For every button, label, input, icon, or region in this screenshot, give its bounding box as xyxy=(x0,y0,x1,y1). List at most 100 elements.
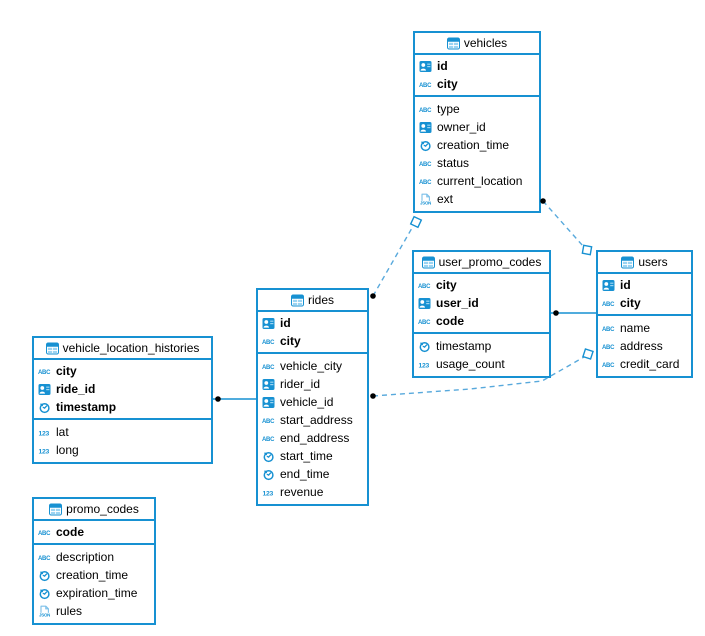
table-header[interactable]: user_promo_codes xyxy=(414,252,549,274)
field-row-creation_time[interactable]: creation_time xyxy=(415,136,539,154)
text-icon: ABC xyxy=(602,358,615,371)
field-row-description[interactable]: ABC description xyxy=(34,548,154,566)
field-row-city[interactable]: ABC city xyxy=(34,362,211,380)
field-row-user_id[interactable]: user_id xyxy=(414,294,549,312)
table-title: vehicles xyxy=(463,36,508,50)
field-name: current_location xyxy=(437,174,523,188)
uuid-icon xyxy=(262,396,275,409)
text-icon: ABC xyxy=(602,297,615,310)
field-name: user_id xyxy=(436,296,479,310)
table-header[interactable]: vehicles xyxy=(415,33,539,55)
connection-user_promo_codes-users[interactable] xyxy=(551,310,596,316)
field-row-end_time[interactable]: end_time xyxy=(258,465,367,483)
uuid-icon xyxy=(419,60,432,73)
field-row-usage_count[interactable]: 123 usage_count xyxy=(414,355,549,373)
field-row-code[interactable]: ABC code xyxy=(34,523,154,541)
field-row-long[interactable]: 123 long xyxy=(34,441,211,459)
table-user_promo_codes[interactable]: user_promo_codes ABC city user_id ABC co… xyxy=(412,250,551,378)
endpoint-square xyxy=(581,244,593,256)
field-name: timestamp xyxy=(56,400,117,414)
field-row-status[interactable]: ABC status xyxy=(415,154,539,172)
field-name: long xyxy=(56,443,79,457)
field-row-expiration_time[interactable]: expiration_time xyxy=(34,584,154,602)
svg-text:ABC: ABC xyxy=(602,327,615,333)
field-name: end_time xyxy=(280,467,330,481)
text-icon: ABC xyxy=(38,365,51,378)
field-row-lat[interactable]: 123 lat xyxy=(34,423,211,441)
field-name: rules xyxy=(56,604,83,618)
field-row-timestamp[interactable]: timestamp xyxy=(414,337,549,355)
field-row-id[interactable]: id xyxy=(258,314,367,332)
svg-text:ABC: ABC xyxy=(262,365,275,371)
field-row-city[interactable]: ABC city xyxy=(415,75,539,93)
field-row-code[interactable]: ABC code xyxy=(414,312,549,330)
field-row-vehicle_id[interactable]: vehicle_id xyxy=(258,393,367,411)
table-header[interactable]: users xyxy=(598,252,691,274)
table-vehicle_location_histories[interactable]: vehicle_location_histories ABC city ride… xyxy=(32,336,213,464)
svg-text:ABC: ABC xyxy=(602,363,615,369)
fields-section: timestamp 123 usage_count xyxy=(414,332,549,376)
field-name: ext xyxy=(437,192,454,206)
table-header[interactable]: promo_codes xyxy=(34,499,154,521)
field-row-id[interactable]: id xyxy=(415,57,539,75)
fields-section: 123 lat 123 long xyxy=(34,418,211,462)
field-name: revenue xyxy=(280,485,324,499)
field-row-ride_id[interactable]: ride_id xyxy=(34,380,211,398)
table-vehicles[interactable]: vehicles id ABC city ABC type owner_id c… xyxy=(413,31,541,213)
field-row-start_address[interactable]: ABC start_address xyxy=(258,411,367,429)
field-row-city[interactable]: ABC city xyxy=(258,332,367,350)
text-icon: ABC xyxy=(419,175,432,188)
table-title: rides xyxy=(307,293,334,307)
field-row-current_location[interactable]: ABC current_location xyxy=(415,172,539,190)
fields-section: ABC type owner_id creation_time ABC stat… xyxy=(415,95,539,211)
field-name: name xyxy=(620,321,651,335)
table-users[interactable]: users id ABC city ABC name ABC address A… xyxy=(596,250,693,378)
svg-text:ABC: ABC xyxy=(38,531,51,537)
connection-vehicles-users[interactable] xyxy=(540,198,593,256)
field-name: city xyxy=(56,364,77,378)
field-row-credit_card[interactable]: ABC credit_card xyxy=(598,355,691,373)
svg-text:ABC: ABC xyxy=(419,108,432,114)
time-icon xyxy=(418,340,431,353)
field-name: id xyxy=(280,316,291,330)
field-row-owner_id[interactable]: owner_id xyxy=(415,118,539,136)
table-header[interactable]: rides xyxy=(258,290,367,312)
svg-text:123: 123 xyxy=(419,362,430,369)
field-row-vehicle_city[interactable]: ABC vehicle_city xyxy=(258,357,367,375)
field-row-id[interactable]: id xyxy=(598,276,691,294)
table-promo_codes[interactable]: promo_codes ABC code ABC description cre… xyxy=(32,497,156,625)
field-row-rider_id[interactable]: rider_id xyxy=(258,375,367,393)
field-row-timestamp[interactable]: timestamp xyxy=(34,398,211,416)
field-row-address[interactable]: ABC address xyxy=(598,337,691,355)
table-header[interactable]: vehicle_location_histories xyxy=(34,338,211,360)
table-title: user_promo_codes xyxy=(438,255,542,269)
primary-key-section: id ABC city xyxy=(258,312,367,352)
field-name: ride_id xyxy=(56,382,96,396)
table-rides[interactable]: rides id ABC city ABC vehicle_city rider… xyxy=(256,288,369,506)
endpoint-dot xyxy=(540,198,546,204)
table-icon xyxy=(290,294,304,307)
field-row-rules[interactable]: JSON rules xyxy=(34,602,154,620)
field-row-revenue[interactable]: 123 revenue xyxy=(258,483,367,501)
field-row-city[interactable]: ABC city xyxy=(414,276,549,294)
svg-text:ABC: ABC xyxy=(602,302,615,308)
primary-key-section: ABC city user_id ABC code xyxy=(414,274,549,332)
field-row-creation_time[interactable]: creation_time xyxy=(34,566,154,584)
text-icon: ABC xyxy=(419,78,432,91)
endpoint-dot xyxy=(215,396,221,402)
text-icon: ABC xyxy=(602,322,615,335)
svg-text:123: 123 xyxy=(263,490,274,497)
field-name: code xyxy=(56,525,85,539)
field-row-start_time[interactable]: start_time xyxy=(258,447,367,465)
primary-key-section: id ABC city xyxy=(415,55,539,95)
field-name: owner_id xyxy=(437,120,486,134)
field-row-city[interactable]: ABC city xyxy=(598,294,691,312)
field-row-name[interactable]: ABC name xyxy=(598,319,691,337)
table-icon xyxy=(49,503,63,516)
field-row-ext[interactable]: JSON ext xyxy=(415,190,539,208)
field-row-end_address[interactable]: ABC end_address xyxy=(258,429,367,447)
connection-vehicle_location_histories-rides[interactable] xyxy=(213,396,256,402)
field-row-type[interactable]: ABC type xyxy=(415,100,539,118)
json-icon: JSON xyxy=(419,193,432,206)
